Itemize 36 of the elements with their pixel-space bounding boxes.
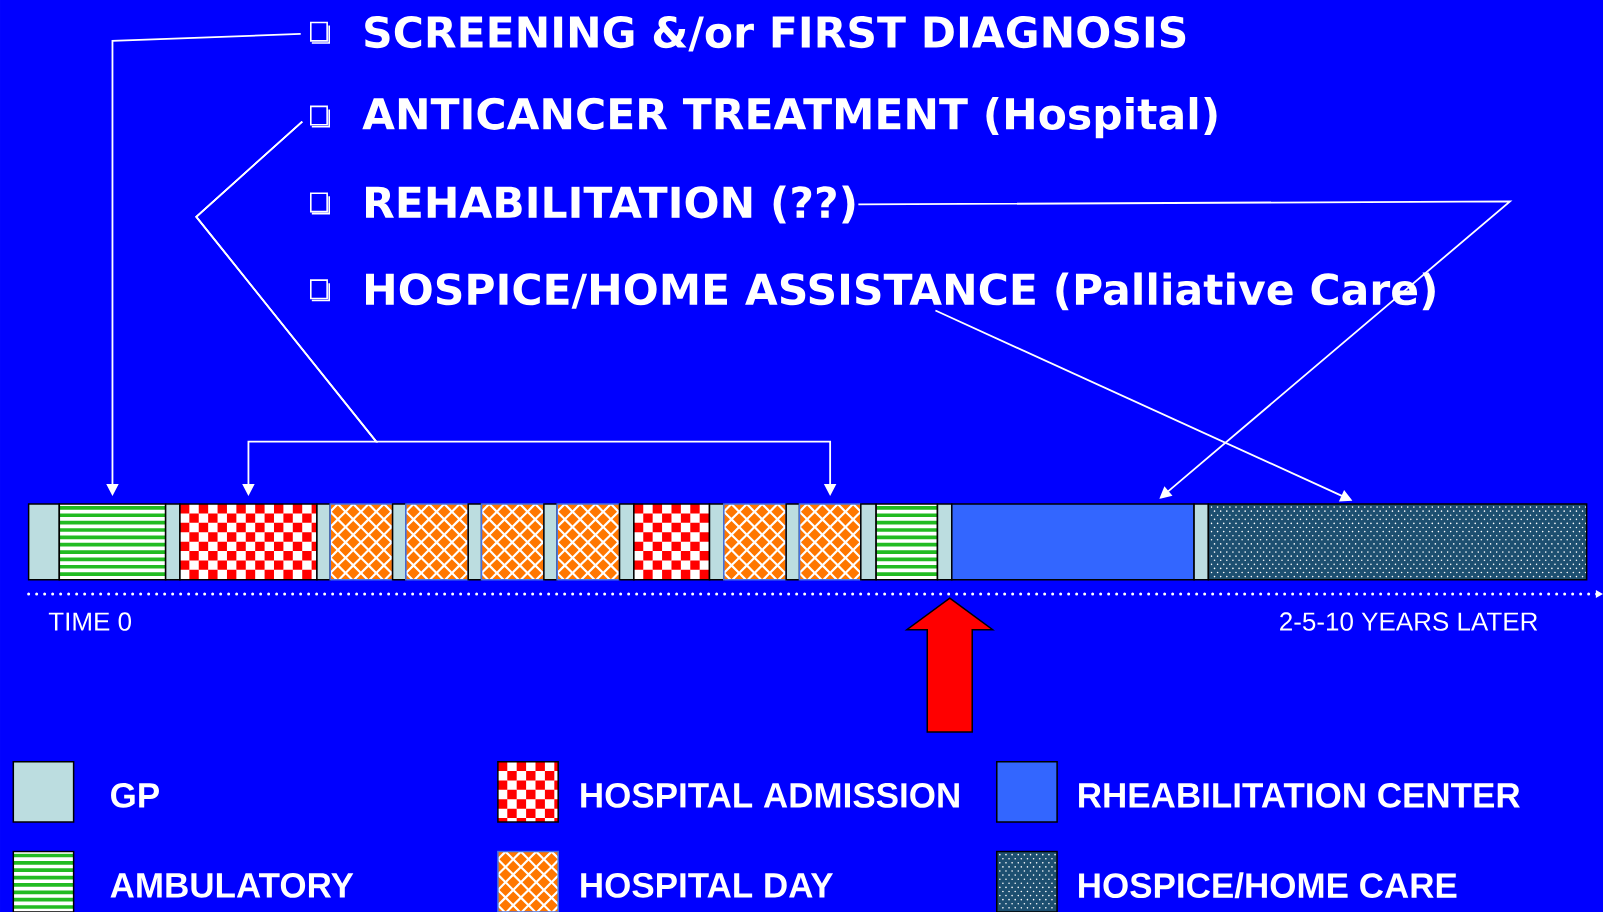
bar-segment: [860, 503, 877, 581]
checkered-segment: [633, 503, 711, 581]
striped-segment: [58, 503, 167, 581]
legend-label: AMBULATORY: [110, 873, 354, 898]
diamond-pattern-segment: [556, 503, 621, 581]
bar-segment: [936, 503, 953, 581]
legend-label: HOSPITAL ADMISSION: [581, 783, 959, 808]
checkered-segment: [179, 503, 318, 581]
bar-segment: [543, 503, 558, 581]
list-item: SCREENING &/or FIRST DIAGNOSIS: [365, 16, 1186, 52]
diamond-pattern-segment: [480, 503, 545, 581]
bar-segment: [1193, 503, 1210, 581]
legend-label: GP: [111, 783, 159, 808]
dotted-segment: [1207, 503, 1588, 581]
time-label: 2-5-10 YEARS LATER: [1280, 612, 1538, 631]
legend-label: HOSPICE/HOME CARE: [1079, 872, 1457, 899]
bar-segment: [27, 503, 61, 581]
striped-segment: [875, 503, 939, 581]
bar-segment: [785, 503, 801, 581]
bar-segment: [708, 503, 725, 581]
diamond-pattern-segment: [329, 503, 394, 581]
legend-label: RHEABILITATION CENTER: [1079, 783, 1520, 808]
bar-segment: [618, 503, 635, 581]
time-label: TIME 0: [48, 612, 131, 631]
bar-segment: [951, 503, 1195, 581]
diamond-pattern-segment: [405, 503, 469, 581]
list-item: ANTICANCER TREATMENT (Hospital): [362, 97, 1217, 139]
diamond-pattern-segment: [798, 503, 862, 581]
legend-label: HOSPITAL DAY: [581, 873, 834, 898]
bar-segment: [164, 503, 181, 581]
diamond-pattern-segment: [723, 503, 787, 581]
arrow: [857, 200, 1513, 499]
bar-segment: [391, 503, 407, 581]
bar-segment: [467, 503, 483, 581]
bar-segment: [316, 503, 331, 581]
list-item: REHABILITATION (??): [366, 185, 855, 224]
